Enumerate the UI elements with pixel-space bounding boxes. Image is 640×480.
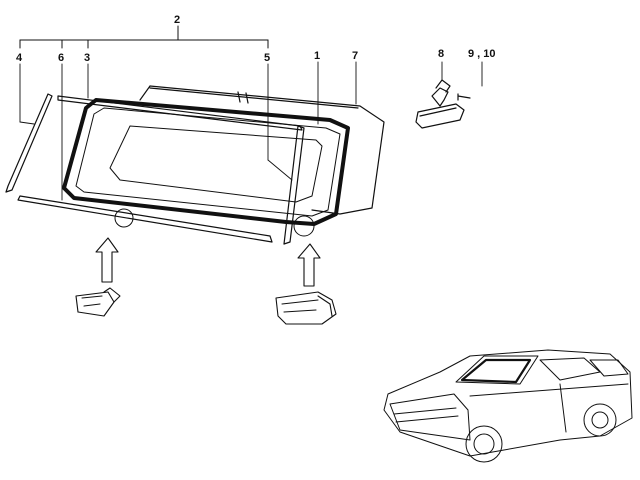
rear-view-mirror bbox=[415, 79, 471, 129]
left-molding bbox=[5, 93, 53, 193]
station-wagon-illustration bbox=[383, 349, 633, 463]
callout-3: 3 bbox=[84, 52, 90, 64]
weatherstrip-frame bbox=[62, 98, 350, 226]
callout-8: 8 bbox=[438, 48, 444, 60]
arrow-right bbox=[297, 243, 321, 287]
callout-2-bracket bbox=[19, 25, 269, 49]
callout-6: 6 bbox=[58, 52, 64, 64]
callout-4: 4 bbox=[16, 52, 23, 64]
upper-molding bbox=[57, 95, 303, 131]
arrow-left bbox=[95, 237, 119, 283]
detail-circles bbox=[114, 208, 315, 237]
callout-1: 1 bbox=[314, 50, 320, 62]
callout-2: 2 bbox=[174, 14, 180, 26]
callout-7: 7 bbox=[352, 50, 358, 62]
weatherstrip-clip-detail bbox=[275, 291, 337, 325]
leader-lines bbox=[19, 61, 483, 201]
callout-9-10: 9 , 10 bbox=[468, 48, 496, 60]
callout-5: 5 bbox=[264, 52, 270, 64]
molding-clip-detail bbox=[75, 287, 121, 317]
lower-molding bbox=[17, 195, 273, 243]
right-molding bbox=[283, 125, 305, 245]
